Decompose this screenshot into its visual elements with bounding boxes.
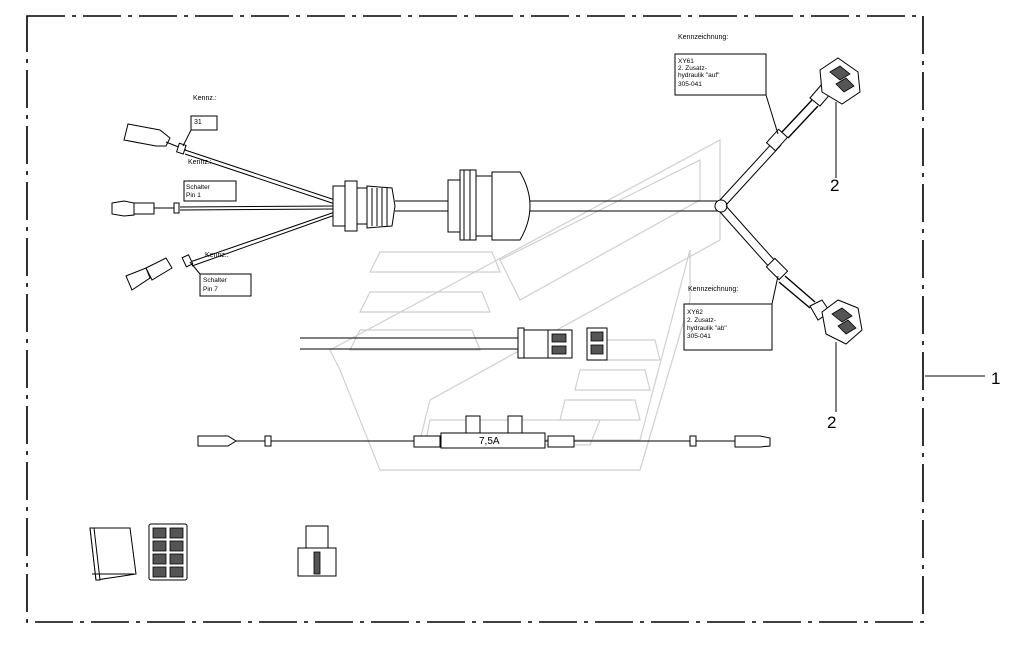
- terminal-pin-1: [111, 200, 180, 217]
- xy62-line-2: 2. Zusatz-: [687, 317, 716, 324]
- connector-xy62: [809, 299, 863, 412]
- kennz-label-1: Kennz.:: [193, 95, 217, 102]
- xy62-line-4: 305-041: [687, 333, 711, 340]
- pin-label-7: Pin 7: [203, 286, 218, 293]
- label-box-xy62: [683, 275, 779, 351]
- relay-connector: [300, 327, 608, 361]
- xy61-line-4: 305-041: [678, 81, 702, 88]
- fuse-line: [197, 415, 771, 449]
- terminal-pin-7: [125, 254, 194, 291]
- label-box-31: [182, 115, 218, 147]
- kennz-label-3: Kennz.:: [205, 252, 229, 259]
- plug-part: [297, 525, 337, 577]
- y-split: [714, 99, 819, 309]
- housing-8pin: [148, 523, 188, 581]
- connector-xy61: [809, 57, 861, 178]
- callout-connector-top: 2: [830, 176, 839, 195]
- pin-label-1: Pin 1: [186, 192, 201, 199]
- assembly-border: [26, 15, 924, 623]
- kennz-label-2: Kennz.:: [188, 159, 212, 166]
- left-wire-breakouts: [179, 149, 336, 267]
- xy61-line-1: XY61: [678, 58, 694, 65]
- callout-connector-bottom: 2: [827, 413, 836, 432]
- terminal-31: [123, 123, 187, 155]
- xy61-line-2: 2. Zusatz-: [678, 65, 707, 72]
- main-cable: [395, 200, 718, 212]
- schalter-label-7: Schalter: [203, 277, 228, 284]
- kennz-value-31: 31: [194, 119, 202, 126]
- schalter-label-1: Schalter: [186, 184, 211, 191]
- cable-gland-small: [332, 180, 396, 232]
- kennzeichnung-label-1: Kennzeichnung:: [678, 34, 728, 41]
- fuse-rating-label: 7,5A: [479, 436, 500, 447]
- label-box-schalter-pin1: [183, 180, 237, 202]
- xy62-line-3: hydraulik "ab": [687, 325, 727, 332]
- kennzeichnung-label-2: Kennzeichnung:: [688, 286, 738, 293]
- xy61-line-3: hydraulik "auf": [678, 72, 720, 79]
- label-box-schalter-pin7: [189, 261, 252, 297]
- cable-gland-large: [447, 169, 531, 241]
- label-box-xy61: [674, 53, 779, 135]
- callout-assembly: 1: [991, 369, 1000, 388]
- cover-part: [89, 527, 137, 581]
- xy62-line-1: XY62: [687, 309, 703, 316]
